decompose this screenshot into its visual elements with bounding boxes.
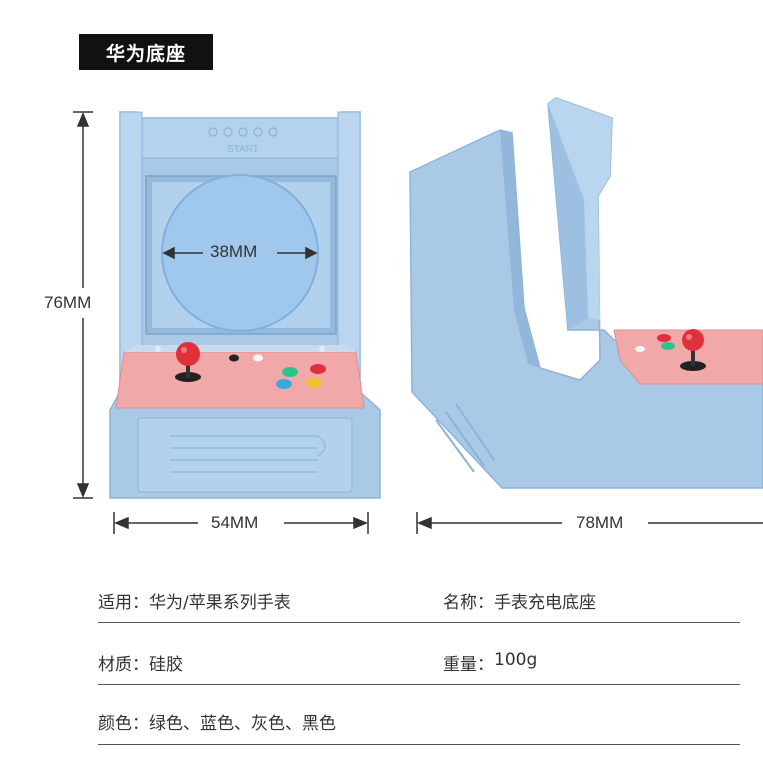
section-title: 华为底座 bbox=[79, 34, 213, 70]
spec-row: 颜色： 绿色、蓝色、灰色、黑色 bbox=[98, 707, 737, 735]
divider bbox=[98, 684, 740, 685]
spec-label: 重量： bbox=[443, 654, 494, 675]
spec-row: 材质： 硅胶 重量： 100g bbox=[98, 648, 737, 676]
spec-row: 适用： 华为/苹果系列手表 名称： 手表充电底座 bbox=[98, 586, 737, 614]
depth-dimension-arrow bbox=[416, 512, 763, 534]
spec-value: 硅胶 bbox=[149, 654, 183, 675]
arcade-buttons bbox=[276, 364, 326, 389]
watch-screen-circle bbox=[161, 174, 319, 332]
divider bbox=[98, 622, 740, 623]
spec-value: 100g bbox=[494, 649, 538, 670]
spec-label: 适用： bbox=[98, 592, 149, 613]
front-view: START bbox=[109, 111, 381, 499]
height-label: 76MM bbox=[44, 293, 92, 312]
screen-dimension-arrow bbox=[162, 246, 318, 260]
height-dimension-arrow bbox=[73, 111, 93, 499]
width-label: 54MM bbox=[211, 513, 259, 532]
depth-label: 78MM bbox=[576, 513, 624, 532]
divider bbox=[98, 744, 740, 745]
spec-label: 名称： bbox=[443, 592, 494, 613]
width-dimension-arrow bbox=[113, 512, 369, 534]
spec-label: 材质： bbox=[98, 654, 149, 675]
spec-value: 华为/苹果系列手表 bbox=[149, 592, 291, 613]
spec-label: 颜色： bbox=[98, 713, 149, 734]
screen-diameter-label: 38MM bbox=[210, 242, 258, 261]
side-joystick-icon bbox=[680, 329, 706, 371]
spec-value: 手表充电底座 bbox=[494, 592, 596, 613]
marquee-text: START bbox=[227, 144, 259, 155]
spec-value: 绿色、蓝色、灰色、黑色 bbox=[149, 713, 336, 734]
side-view bbox=[409, 97, 763, 489]
joystick-icon bbox=[175, 342, 201, 382]
